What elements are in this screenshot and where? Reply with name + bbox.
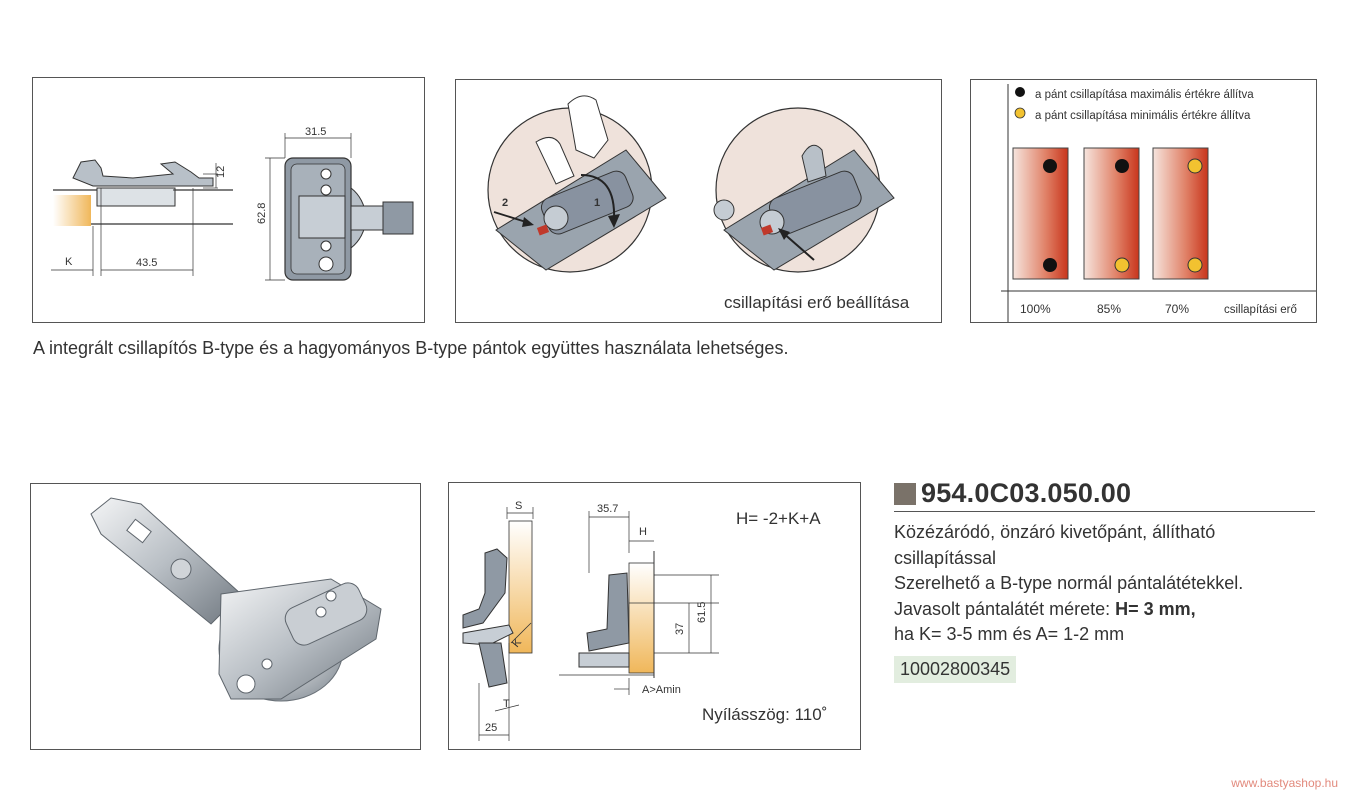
legend-max-dot <box>1015 87 1025 97</box>
bar-100-top-dot <box>1043 159 1057 173</box>
dim-37-label: 37 <box>674 623 686 635</box>
dim-25-label: 25 <box>485 722 497 734</box>
desc-line-2: csillapítással <box>894 547 997 568</box>
dim-side-label: 12 <box>215 166 227 178</box>
adjust-step-left: 1 2 <box>487 95 667 273</box>
article-number[interactable]: 10002800345 <box>894 656 1017 683</box>
legend-min-text: a pánt csillapítása minimális értékre ál… <box>1035 110 1251 122</box>
product-description: Közézáródó, önzáró kivetőpánt, állítható… <box>894 520 1334 648</box>
dim-height-label: 62.8 <box>256 203 268 224</box>
product-code: 954.0C03.050.00 <box>921 478 1132 508</box>
bar-70-top-dot <box>1187 158 1203 174</box>
desc-line-4: Javasolt pántalátét mérete: H= 3 mm, <box>894 597 1334 623</box>
desc-line-3: Szerelhető a B-type normál pántalátétekk… <box>894 573 1244 593</box>
legend-max-text: a pánt csillapítása maximális értékre ál… <box>1035 89 1254 101</box>
product-photo <box>30 483 421 750</box>
step-1-label: 1 <box>594 197 600 209</box>
desc-line-5: ha K= 3-5 mm és A= 1-2 mm <box>894 624 1125 644</box>
hinge-photo-svg <box>90 497 382 702</box>
mounting-diagram-svg: S K 25 T 35.7 H 37 61.5 A>Amin H= -2+K <box>462 500 827 741</box>
adjust-step-right <box>713 107 895 273</box>
dim-s-label: S <box>515 500 522 512</box>
damping-bar-100 <box>1012 147 1069 280</box>
door-section <box>53 195 91 226</box>
site-watermark: www.bastyashop.hu <box>1231 776 1338 790</box>
bar-100-bottom-dot <box>1043 258 1057 272</box>
mount-formula: H= -2+K+A <box>736 509 821 528</box>
code-marker-square <box>894 483 916 505</box>
mounting-diagram: S K 25 T 35.7 H 37 61.5 A>Amin H= -2+K <box>448 482 861 750</box>
damping-chart: a pánt csillapítása maximális értékre ál… <box>970 79 1317 323</box>
bar-85-top-dot <box>1115 159 1129 173</box>
compatibility-note: A integrált csillapítós B-type és a hagy… <box>33 338 789 358</box>
dim-h-label: H <box>639 526 647 538</box>
dim-615-label: 61.5 <box>696 602 708 623</box>
desc-line-1: Közézáródó, önzáró kivetőpánt, állítható <box>894 522 1216 542</box>
bar-label-70: 70% <box>1165 302 1189 316</box>
dim-amin-label: A>Amin <box>642 684 681 696</box>
bar-label-85: 85% <box>1097 302 1121 316</box>
dim-t-label: T <box>503 698 510 710</box>
step-2-label: 2 <box>502 197 508 209</box>
damping-bar-85 <box>1083 147 1140 280</box>
dim-depth-label: 43.5 <box>136 257 157 269</box>
bar-label-100: 100% <box>1020 302 1051 316</box>
axis-label-damping: csillapítási erő <box>1224 304 1297 316</box>
dim-width-label: 31.5 <box>305 126 326 138</box>
damping-adjust-illustration: 1 2 csillapítási erő beállítása <box>455 79 942 323</box>
product-code-header: 954.0C03.050.00 <box>894 478 1315 512</box>
damping-chart-svg: a pánt csillapítása maximális értékre ál… <box>1001 84 1316 322</box>
dim-k-label: K <box>65 256 73 268</box>
bar-70-bottom-dot <box>1187 257 1203 273</box>
hinge-side-profile <box>72 159 214 187</box>
opening-angle: Nyílásszög: 110˚ <box>702 705 827 724</box>
bar-85-bottom-dot <box>1114 257 1130 273</box>
desc-line-4-prefix: Javasolt pántalátét mérete: <box>894 598 1116 619</box>
hinge-dimension-svg: 12 K 43.5 31.5 62.8 <box>51 126 414 281</box>
hinge-arm <box>90 497 242 625</box>
dim-357-label: 35.7 <box>597 503 618 515</box>
hinge-dimension-drawing: 12 K 43.5 31.5 62.8 <box>32 77 425 323</box>
legend-min-dot <box>1014 107 1026 119</box>
damping-adjust-svg: 1 2 csillapítási erő beállítása <box>487 95 910 312</box>
desc-line-4-bold: H= 3 mm, <box>1115 598 1196 619</box>
adjust-caption: csillapítási erő beállítása <box>724 293 910 312</box>
